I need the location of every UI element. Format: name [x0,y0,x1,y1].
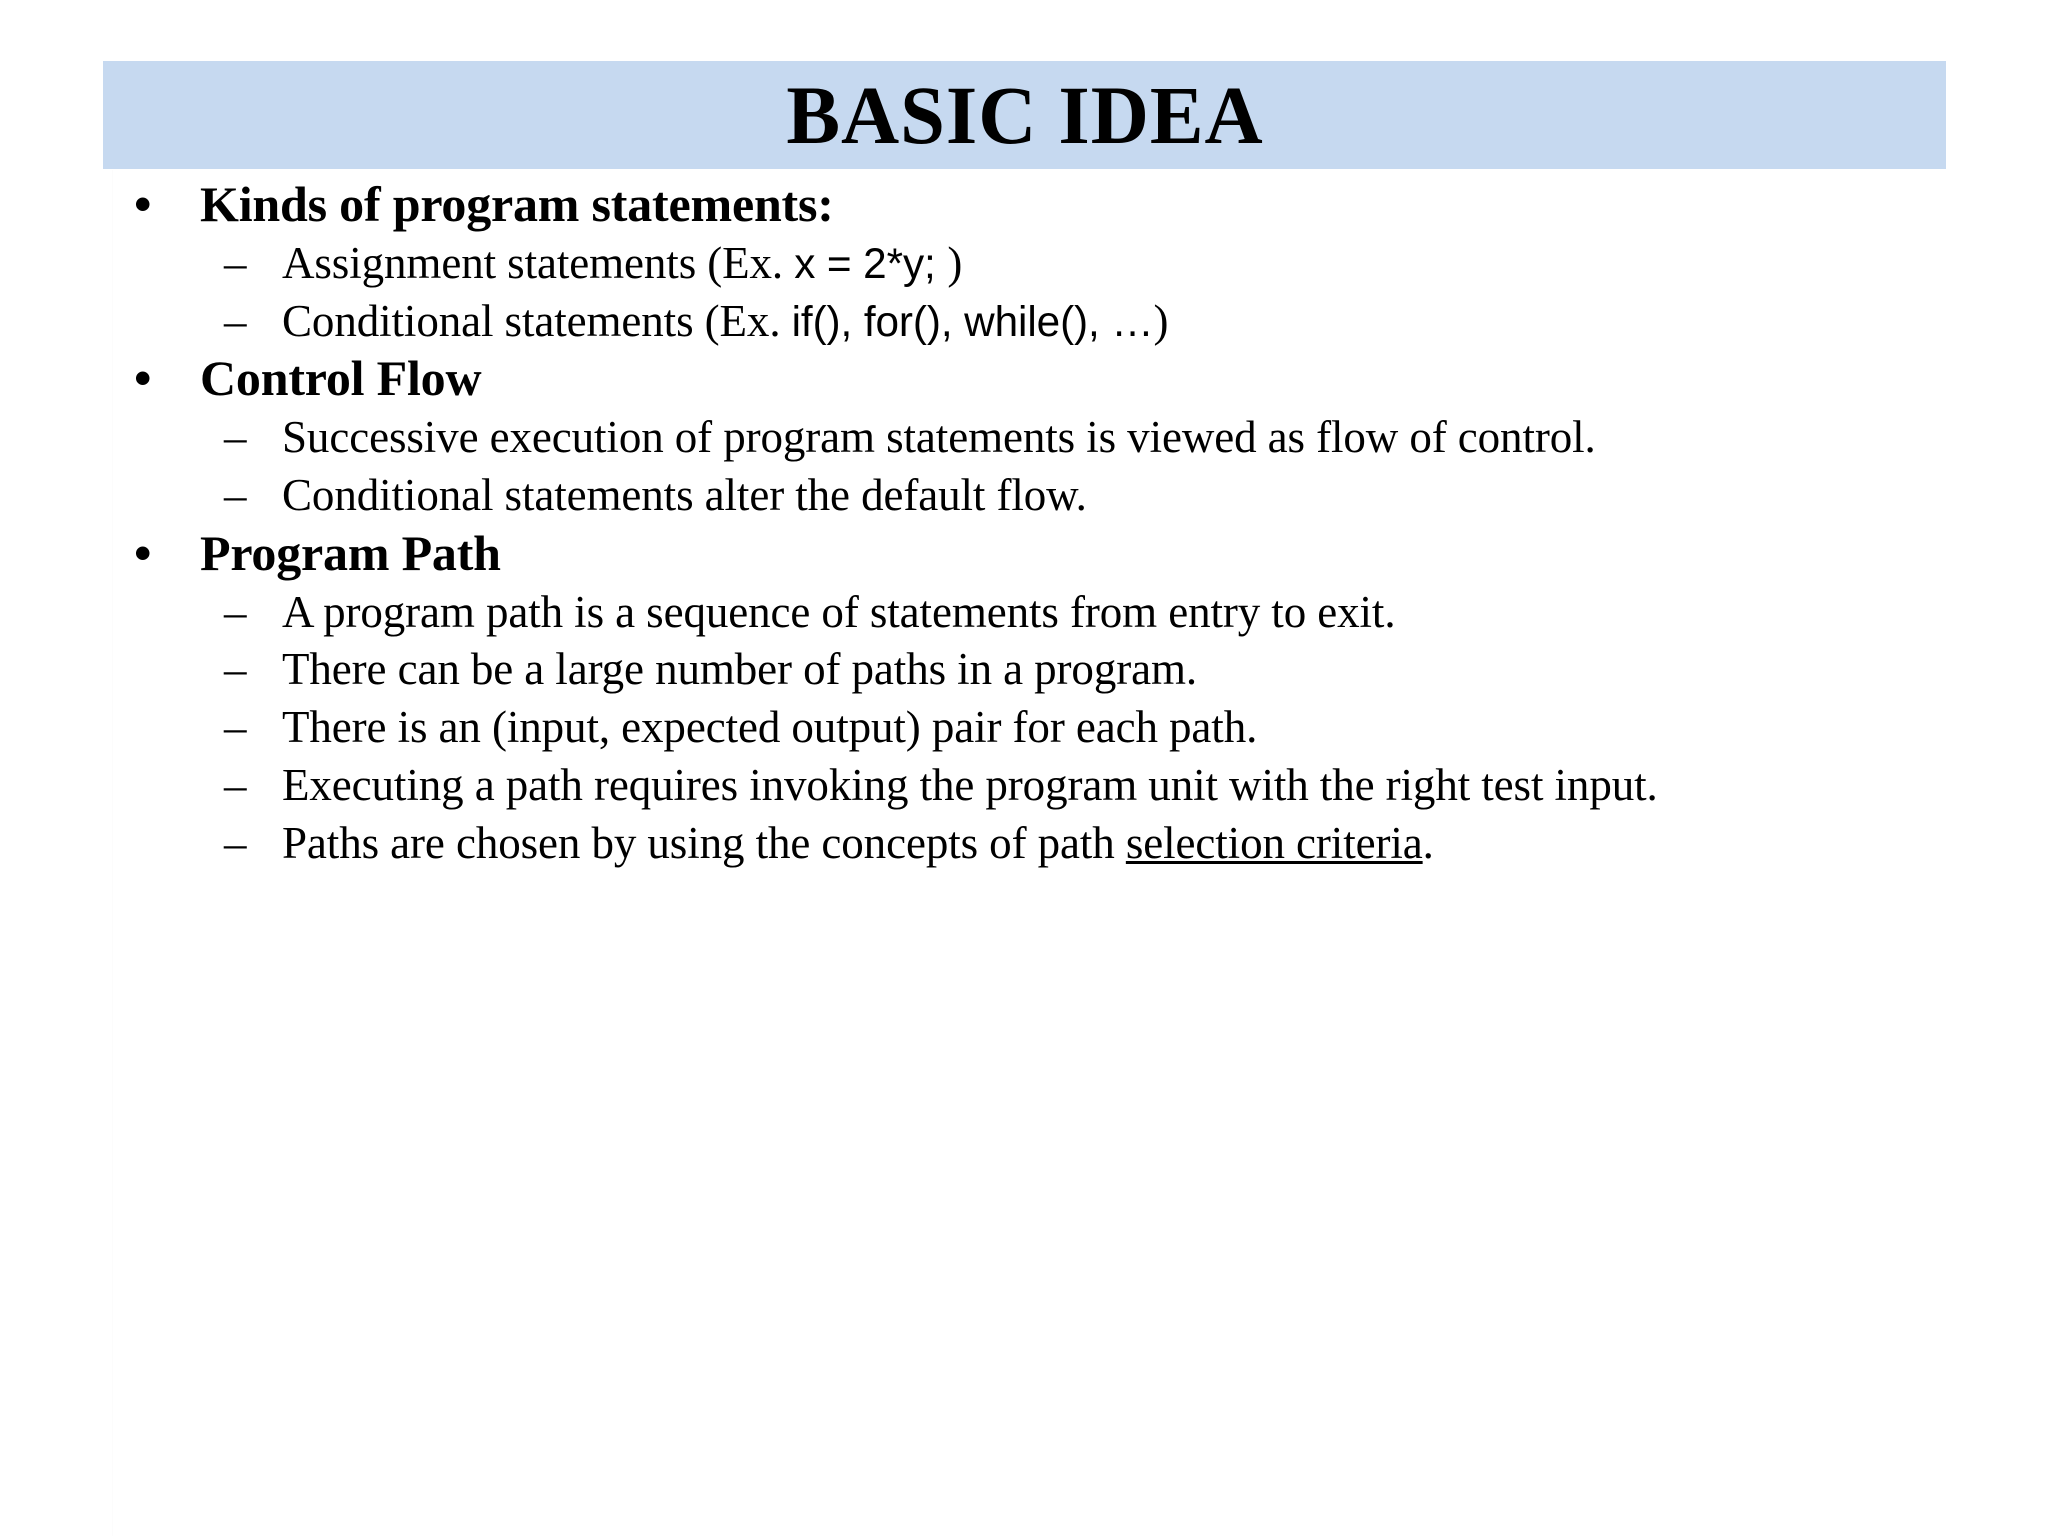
bullet-dot-icon: • [134,350,152,407]
bullet-item-level2: –Conditional statements (Ex. if(), for()… [112,293,2012,350]
bullet-item-level1: • Program Path [112,525,2012,582]
text-fragment: . [1422,817,1434,868]
text-fragment: Assignment statements (Ex. [282,238,795,288]
bullet-item-level1: • Control Flow [112,350,2012,407]
text-fragment: Paths are chosen by using the concepts o… [282,817,1126,868]
bullet-text: Paths are chosen by using the concepts o… [282,815,1434,872]
text-fragment: ) [1153,295,1169,346]
page-title: BASIC IDEA [785,68,1264,161]
text-fragment: ) [947,238,963,288]
bullet-dash-icon: – [224,644,247,695]
slide-title-band: BASIC IDEA [103,61,1946,169]
bullet-dash-icon: – [224,412,247,463]
code-fragment: if(), for(), while(), … [791,297,1154,345]
bullet-text: A program path is a sequence of statemen… [282,586,1396,637]
content-placeholder-edge [112,170,113,1536]
bullet-text: Executing a path requires invoking the p… [282,759,1658,810]
bullet-item-level2: –Conditional statements alter the defaul… [112,467,2012,524]
bullet-text: There is an (input, expected output) pai… [282,702,1258,753]
bullet-text: Kinds of program statements: [200,176,834,232]
bullet-dash-icon: – [224,702,247,753]
emphasised-term: selection criteria [1125,817,1423,868]
bullet-text: Control Flow [200,350,482,407]
bullet-text: Program Path [200,524,501,581]
slide-body: •Kinds of program statements:–Assignment… [112,176,2012,872]
bullet-dash-icon: – [224,586,247,637]
bullet-dash-icon: – [224,295,247,346]
bullet-text: There can be a large number of paths in … [282,644,1198,695]
bullet-text: Conditional statements alter the default… [282,470,1087,521]
bullet-dot-icon: • [134,524,152,581]
bullet-text: Assignment statements (Ex. x = 2*y; ) [282,235,962,292]
bullet-item-level2: –Executing a path requires invoking the … [112,757,2012,814]
bullet-item-level1: • Kinds of program statements: [112,176,2012,233]
bullet-dash-icon: – [224,817,247,868]
bullet-item-level2: –A program path is a sequence of stateme… [112,584,2012,641]
bullet-item-level2: –Successive execution of program stateme… [112,409,2012,466]
bullet-text: Successive execution of program statemen… [282,412,1596,463]
code-fragment: x = 2*y; [794,240,948,287]
bullet-dash-icon: – [224,759,247,810]
bullet-item-level2: –Paths are chosen by using the concepts … [112,815,2012,872]
bullet-text: Conditional statements (Ex. if(), for(),… [282,293,1169,350]
text-fragment: Conditional statements (Ex. [282,295,792,346]
bullet-item-level2: –There is an (input, expected output) pa… [112,699,2012,756]
bullet-dash-icon: – [224,238,247,288]
bullet-dot-icon: • [134,176,152,232]
bullet-item-level2: –There can be a large number of paths in… [112,641,2012,698]
bullet-dash-icon: – [224,470,247,521]
bullet-item-level2: –Assignment statements (Ex. x = 2*y; ) [112,235,2012,292]
